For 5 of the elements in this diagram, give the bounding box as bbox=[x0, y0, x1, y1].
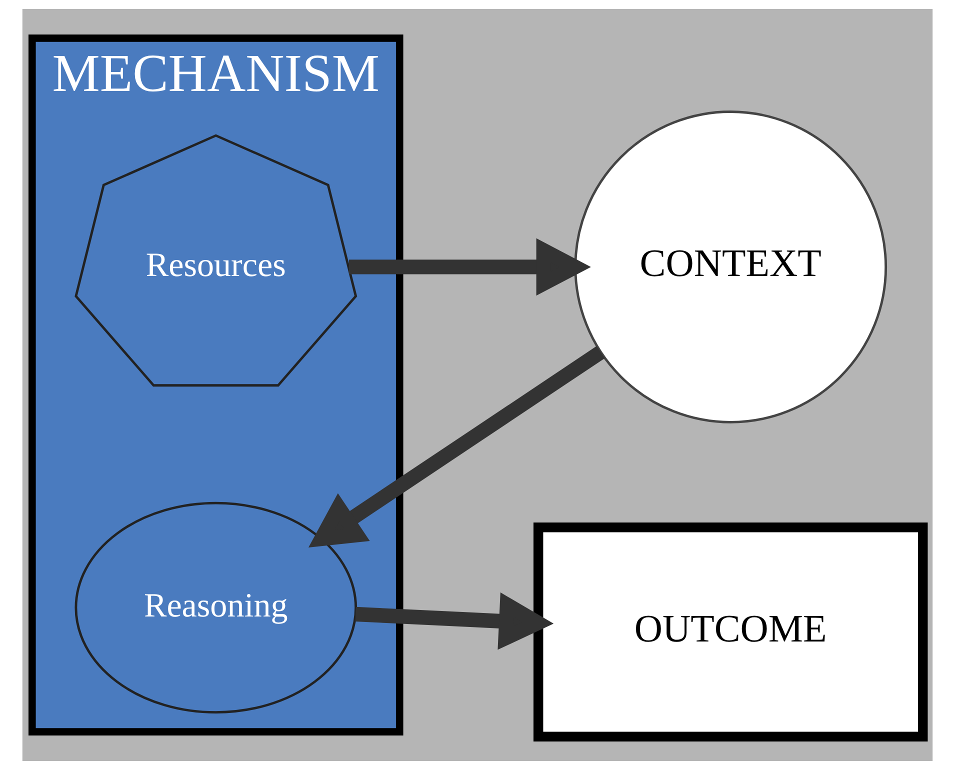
node-box: OUTCOME bbox=[533, 522, 928, 742]
arrow bbox=[308, 346, 605, 547]
arrow bbox=[348, 238, 591, 296]
node-ellipse: Reasoning bbox=[74, 501, 358, 714]
node-circle: CONTEXT bbox=[574, 110, 888, 423]
